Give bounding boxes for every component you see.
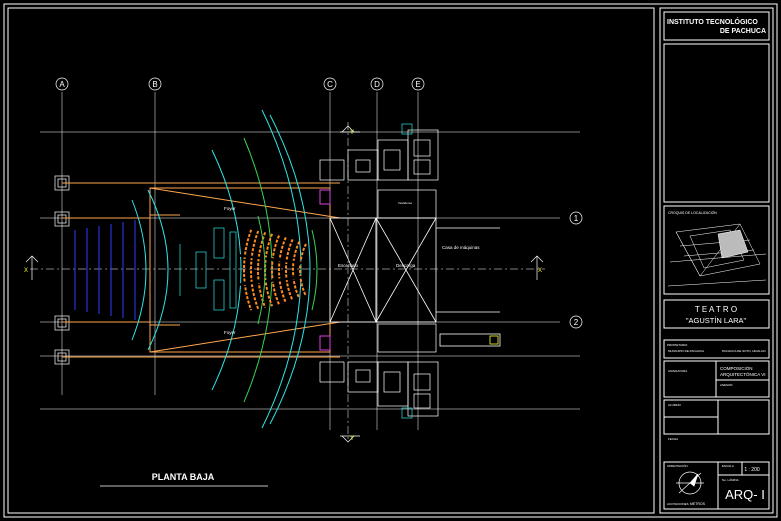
stage-green-band — [257, 215, 318, 325]
seating-row — [299, 243, 307, 297]
key-plan-label: CROQUIS DE LOCALIZACIÓN — [668, 210, 717, 215]
grid-bubbles — [55, 77, 583, 329]
label-unloading: Descarga — [396, 263, 416, 268]
grid-bubble-a — [55, 77, 69, 91]
section-mark-x-left: X — [24, 255, 39, 280]
grid-bubble-c — [323, 77, 337, 91]
project-name: "AGUSTÍN LARA" — [686, 316, 747, 325]
project-box — [663, 299, 770, 329]
notes-box — [663, 43, 770, 203]
units-label: ACOTACIONES — [667, 502, 689, 506]
grid-bubble-e — [411, 77, 425, 91]
section-marks: X X Y Y — [24, 125, 544, 443]
facade-curves — [131, 109, 311, 429]
grid-label-b: B — [152, 80, 157, 89]
grid-label-e: E — [415, 80, 420, 89]
owner-box — [663, 339, 770, 359]
orientation-label: ORIENTACIÓN — [667, 463, 688, 468]
svg-text:Y: Y — [350, 436, 354, 442]
service-block-top — [319, 123, 439, 219]
section-mark-y-top: Y — [340, 125, 360, 136]
building-frame — [62, 182, 341, 358]
grid-bubble-b — [148, 77, 162, 91]
owner-value: MUNICIPIO DE PACHUCA — [668, 349, 704, 353]
label-foyer-bottom: Foyer — [224, 330, 236, 335]
footer-box — [663, 461, 770, 510]
subject-value-2: ARQUITECTÓNICA VI — [720, 371, 766, 377]
institution-box — [663, 11, 770, 41]
units-value: METROS — [690, 502, 706, 506]
key-plan-box — [663, 205, 770, 295]
grid-label-a: A — [59, 80, 65, 89]
title-block: INSTITUTO TECNOLÓGICO DE PACHUCA CROQUIS… — [659, 7, 774, 514]
seating-aisle — [238, 275, 306, 286]
magenta-accents — [319, 189, 331, 351]
service-block-bottom — [319, 323, 439, 419]
seating-aisle — [238, 254, 306, 265]
key-plan-sketch — [667, 223, 767, 287]
label-dressing: Vestidores — [398, 201, 413, 205]
section-mark-y-bottom: Y — [340, 435, 360, 443]
grid-label-c: C — [327, 80, 333, 89]
student-label: ALUMNO — [668, 403, 682, 407]
stage-area — [329, 217, 501, 347]
sheet-value: ARQ- I — [725, 487, 765, 502]
seating-row — [243, 229, 253, 311]
grid-bubble-d — [370, 77, 384, 91]
grid-label-d: D — [374, 80, 380, 89]
drawing-border — [7, 7, 655, 514]
label-machine-room: Casa de máquinas — [442, 245, 480, 250]
subject-value-1: COMPOSICIÓN — [720, 365, 753, 371]
seating-row — [278, 237, 287, 303]
sheet-border — [3, 3, 778, 518]
location-value: PACHUCA DE SOTO, HIDALGO — [722, 349, 766, 353]
institution-line1: INSTITUTO TECNOLÓGICO — [667, 17, 758, 26]
grid-label-2: 2 — [574, 318, 579, 327]
seating-row — [285, 239, 294, 301]
plaza-lines — [74, 220, 136, 320]
teacher-label: ASESOR — [720, 383, 733, 387]
subject-label: ASIGNATURA — [668, 369, 687, 373]
north-arrow-icon — [676, 471, 704, 495]
section-mark-x-right: X — [530, 255, 544, 280]
scale-label: ESCALA — [722, 464, 734, 468]
project-label: T E A T R O — [695, 305, 737, 314]
scale-value: 1 : 200 — [744, 467, 760, 473]
seating-row — [292, 241, 301, 299]
grid-bubble-1 — [569, 211, 583, 225]
seating-row — [271, 235, 280, 305]
svg-text:Y: Y — [350, 130, 354, 136]
grid-bubble-2 — [569, 315, 583, 329]
date-label: FECHA — [668, 437, 678, 441]
grid-labels: A B C D E 1 2 — [59, 80, 578, 327]
title-block-outline — [659, 7, 774, 514]
owner-label: PROPIETARIO — [667, 343, 688, 347]
lobby-elements — [179, 227, 237, 311]
plan-title: PLANTA BAJA — [152, 472, 215, 482]
label-stage: Escenario — [338, 263, 359, 268]
room-labels: Foyer Foyer Escenario Descarga Casa de m… — [224, 201, 480, 335]
grid-label-1: 1 — [574, 214, 579, 223]
svg-text:X: X — [538, 268, 542, 274]
institution-line2: DE PACHUCA — [720, 28, 766, 35]
sheet-label: No. LÁMINA — [722, 478, 739, 482]
label-foyer-top: Foyer — [224, 206, 236, 211]
svg-text:X: X — [24, 268, 28, 274]
